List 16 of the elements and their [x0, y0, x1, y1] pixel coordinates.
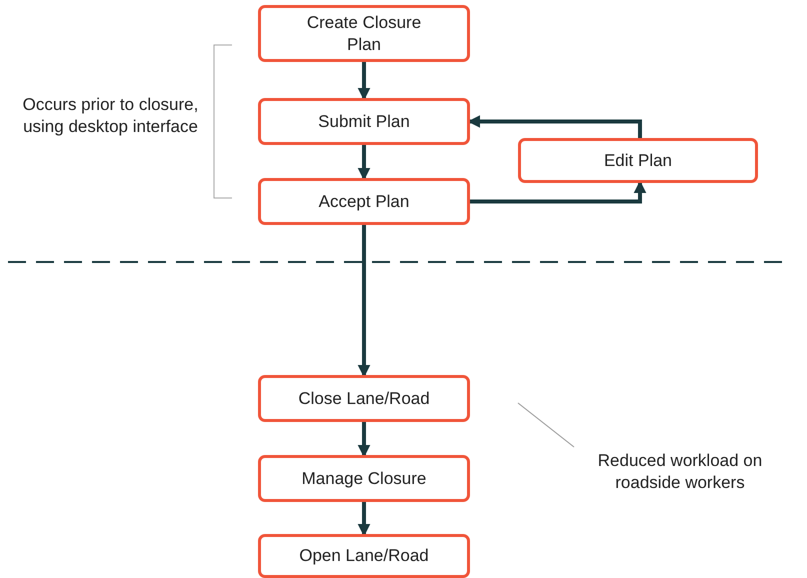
arrow [358, 62, 370, 101]
process-box: Close Lane/Road [258, 375, 470, 422]
arrow [358, 145, 370, 181]
process-box: Edit Plan [518, 138, 758, 183]
arrow [358, 422, 370, 458]
process-box: Open Lane/Road [258, 534, 470, 578]
process-box: Create Closure Plan [258, 5, 470, 62]
arrow [470, 180, 646, 204]
process-box: Submit Plan [258, 98, 470, 145]
process-box: Manage Closure [258, 455, 470, 502]
note-text: Reduced workload on roadside workers [572, 447, 788, 502]
process-box: Accept Plan [258, 178, 470, 225]
note-text: Occurs prior to closure, using desktop interface [22, 94, 200, 138]
arrow [358, 225, 370, 378]
leader-line [518, 402, 574, 448]
arrow [358, 502, 370, 537]
